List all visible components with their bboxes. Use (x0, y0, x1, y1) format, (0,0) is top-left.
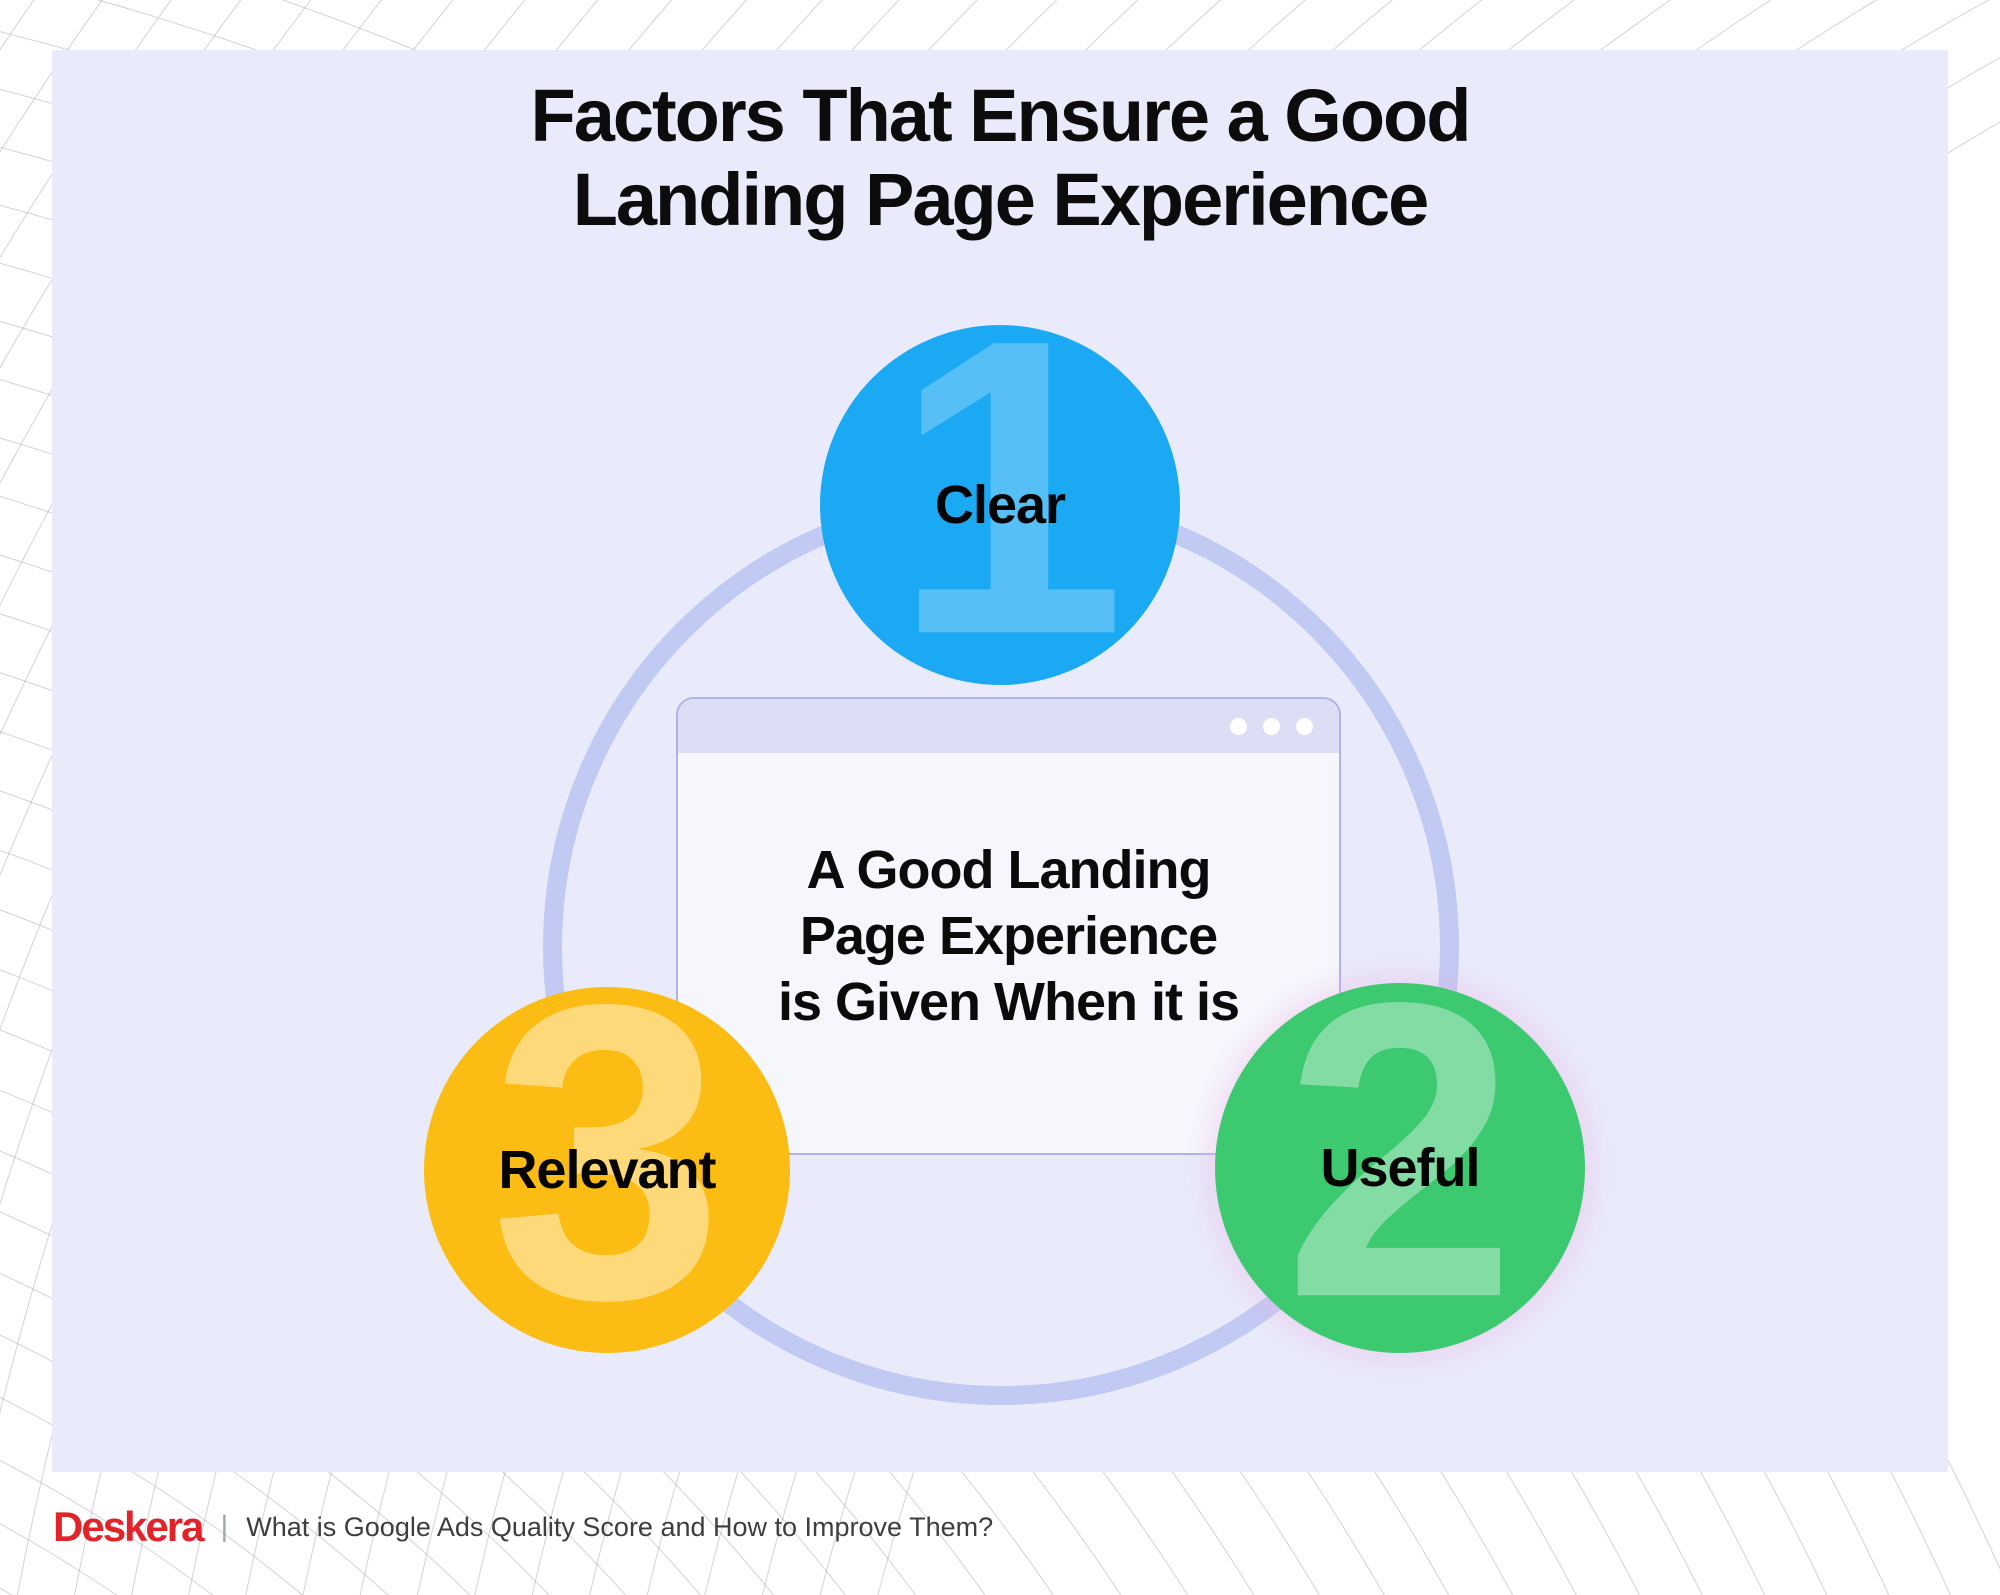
page-title: Factors That Ensure a Good Landing Page … (52, 74, 1948, 242)
factor-circle-clear: 1 Clear (820, 325, 1180, 685)
browser-window-titlebar (678, 699, 1339, 753)
window-control-dot (1296, 718, 1313, 735)
window-control-dot (1263, 718, 1280, 735)
factor-label-relevant: Relevant (498, 1140, 716, 1200)
footer-separator: | (220, 1510, 229, 1543)
browser-window: A Good Landing Page Experience is Given … (676, 697, 1341, 1155)
footer: Deskera | What is Google Ads Quality Sco… (53, 1498, 993, 1556)
factor-circle-relevant: 3 Relevant (424, 987, 790, 1353)
message-line-3: is Given When it is (777, 972, 1240, 1032)
factor-circle-useful: 2 Useful (1215, 983, 1585, 1353)
factor-label-clear: Clear (934, 475, 1066, 535)
landing-page-message: A Good Landing Page Experience is Given … (678, 753, 1339, 1035)
window-controls (1230, 718, 1313, 735)
browser-window-body: A Good Landing Page Experience is Given … (678, 753, 1339, 1035)
deskera-logo: Deskera (53, 1503, 204, 1550)
title-line-1: Factors That Ensure a Good (530, 74, 1472, 157)
title-line-2: Landing Page Experience (572, 158, 1430, 241)
window-control-dot (1230, 718, 1247, 735)
factor-label-useful: Useful (1320, 1138, 1480, 1198)
main-panel: Factors That Ensure a Good Landing Page … (52, 50, 1948, 1472)
footer-tagline: What is Google Ads Quality Score and How… (246, 1511, 994, 1542)
message-line-1: A Good Landing (806, 840, 1212, 900)
message-line-2: Page Experience (799, 906, 1218, 966)
